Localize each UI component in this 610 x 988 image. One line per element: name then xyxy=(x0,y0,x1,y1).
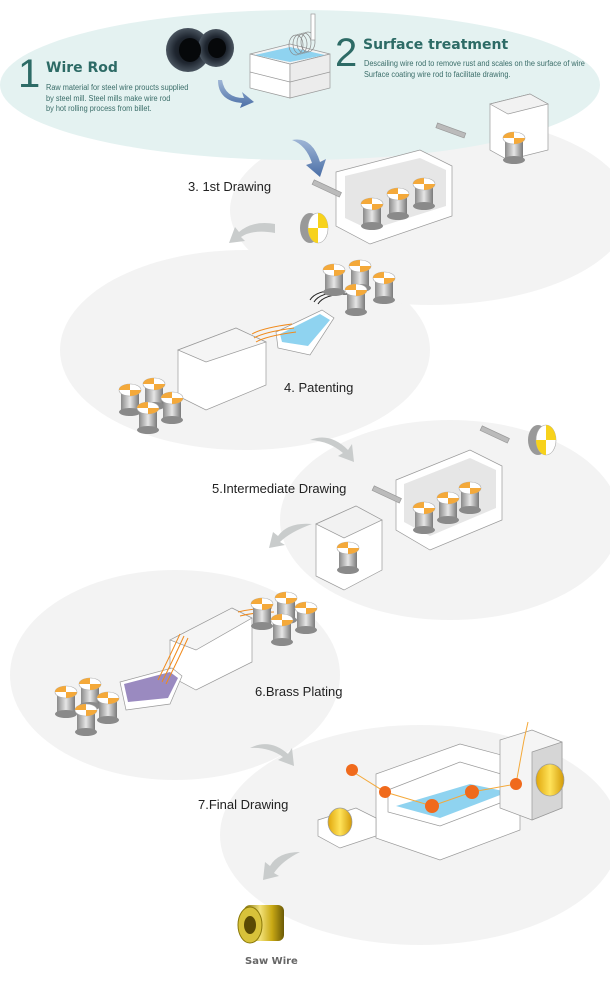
arrow-1-to-2-icon xyxy=(218,80,254,108)
spool-icon xyxy=(412,177,436,210)
saw-wire-spool-image xyxy=(237,905,284,944)
spool-icon xyxy=(412,501,436,534)
arrow-7-to-saw-icon xyxy=(263,852,300,880)
final-drawing-machine xyxy=(317,721,565,861)
spool-icon xyxy=(322,263,346,296)
step-1-title: Wire Rod xyxy=(46,60,118,76)
spool-icon xyxy=(136,401,160,434)
arrow-5-to-6-icon xyxy=(269,523,312,548)
step-7-label: 7.Final Drawing xyxy=(198,797,289,812)
patenting-furnace xyxy=(177,289,349,411)
step-6-label: 6.Brass Plating xyxy=(255,684,343,699)
brass-plating-line xyxy=(119,607,275,711)
step-3-label: 3. 1st Drawing xyxy=(188,179,272,194)
spool-icon xyxy=(250,597,274,630)
spool-icon xyxy=(294,601,318,634)
spool-icon xyxy=(436,491,460,524)
step-2-description: Descailing wire rod to remove rust and s… xyxy=(364,59,585,80)
step-5-label: 5.Intermediate Drawing xyxy=(212,481,347,496)
arrow-3-to-4-icon xyxy=(229,223,275,243)
flow-arrows xyxy=(218,80,354,880)
spool-icon xyxy=(336,541,360,574)
step-2-number: 2 xyxy=(335,31,358,75)
arrow-4-to-5-icon xyxy=(310,437,354,462)
step-2-description-line: Descailing wire rod to remove rust and s… xyxy=(364,59,585,68)
arrow-6-to-7-icon xyxy=(250,744,294,766)
spool-icon xyxy=(502,131,526,164)
step-4-label: 4. Patenting xyxy=(284,380,354,395)
spool-icon xyxy=(54,685,78,718)
spool-icon xyxy=(372,271,396,304)
surface-treatment-tank xyxy=(249,13,331,99)
wire-rod-coils-image xyxy=(166,28,234,72)
step-1-description-line: by steel mill. Steel mills make wire rod xyxy=(46,93,171,103)
payoff-spool-icon xyxy=(528,424,557,456)
step-1-description-line: by hot rolling process from billet. xyxy=(46,104,152,113)
step-2-title: Surface treatment xyxy=(363,37,509,53)
spool-icon xyxy=(344,283,368,316)
spool-icon xyxy=(160,391,184,424)
payoff-spool-icon xyxy=(300,212,329,244)
spool-icon xyxy=(386,187,410,220)
spool-icon xyxy=(458,481,482,514)
step-1-description-line: Raw material for steel wire proucts supp… xyxy=(46,83,189,92)
step-1-number: 1 xyxy=(18,52,41,96)
spool-icon xyxy=(118,383,142,416)
arrow-2-to-3-icon xyxy=(292,139,326,177)
spool-icon xyxy=(360,197,384,230)
step-1-description: Raw material for steel wire proucts supp… xyxy=(46,83,188,115)
spool-icon xyxy=(96,691,120,724)
spool-icon xyxy=(74,703,98,736)
saw-wire-label: Saw Wire xyxy=(245,956,298,967)
spool-icon xyxy=(270,613,294,646)
spools-group xyxy=(54,131,557,736)
step-2-description-line: Surface coating wire rod to facilitate d… xyxy=(364,69,511,79)
